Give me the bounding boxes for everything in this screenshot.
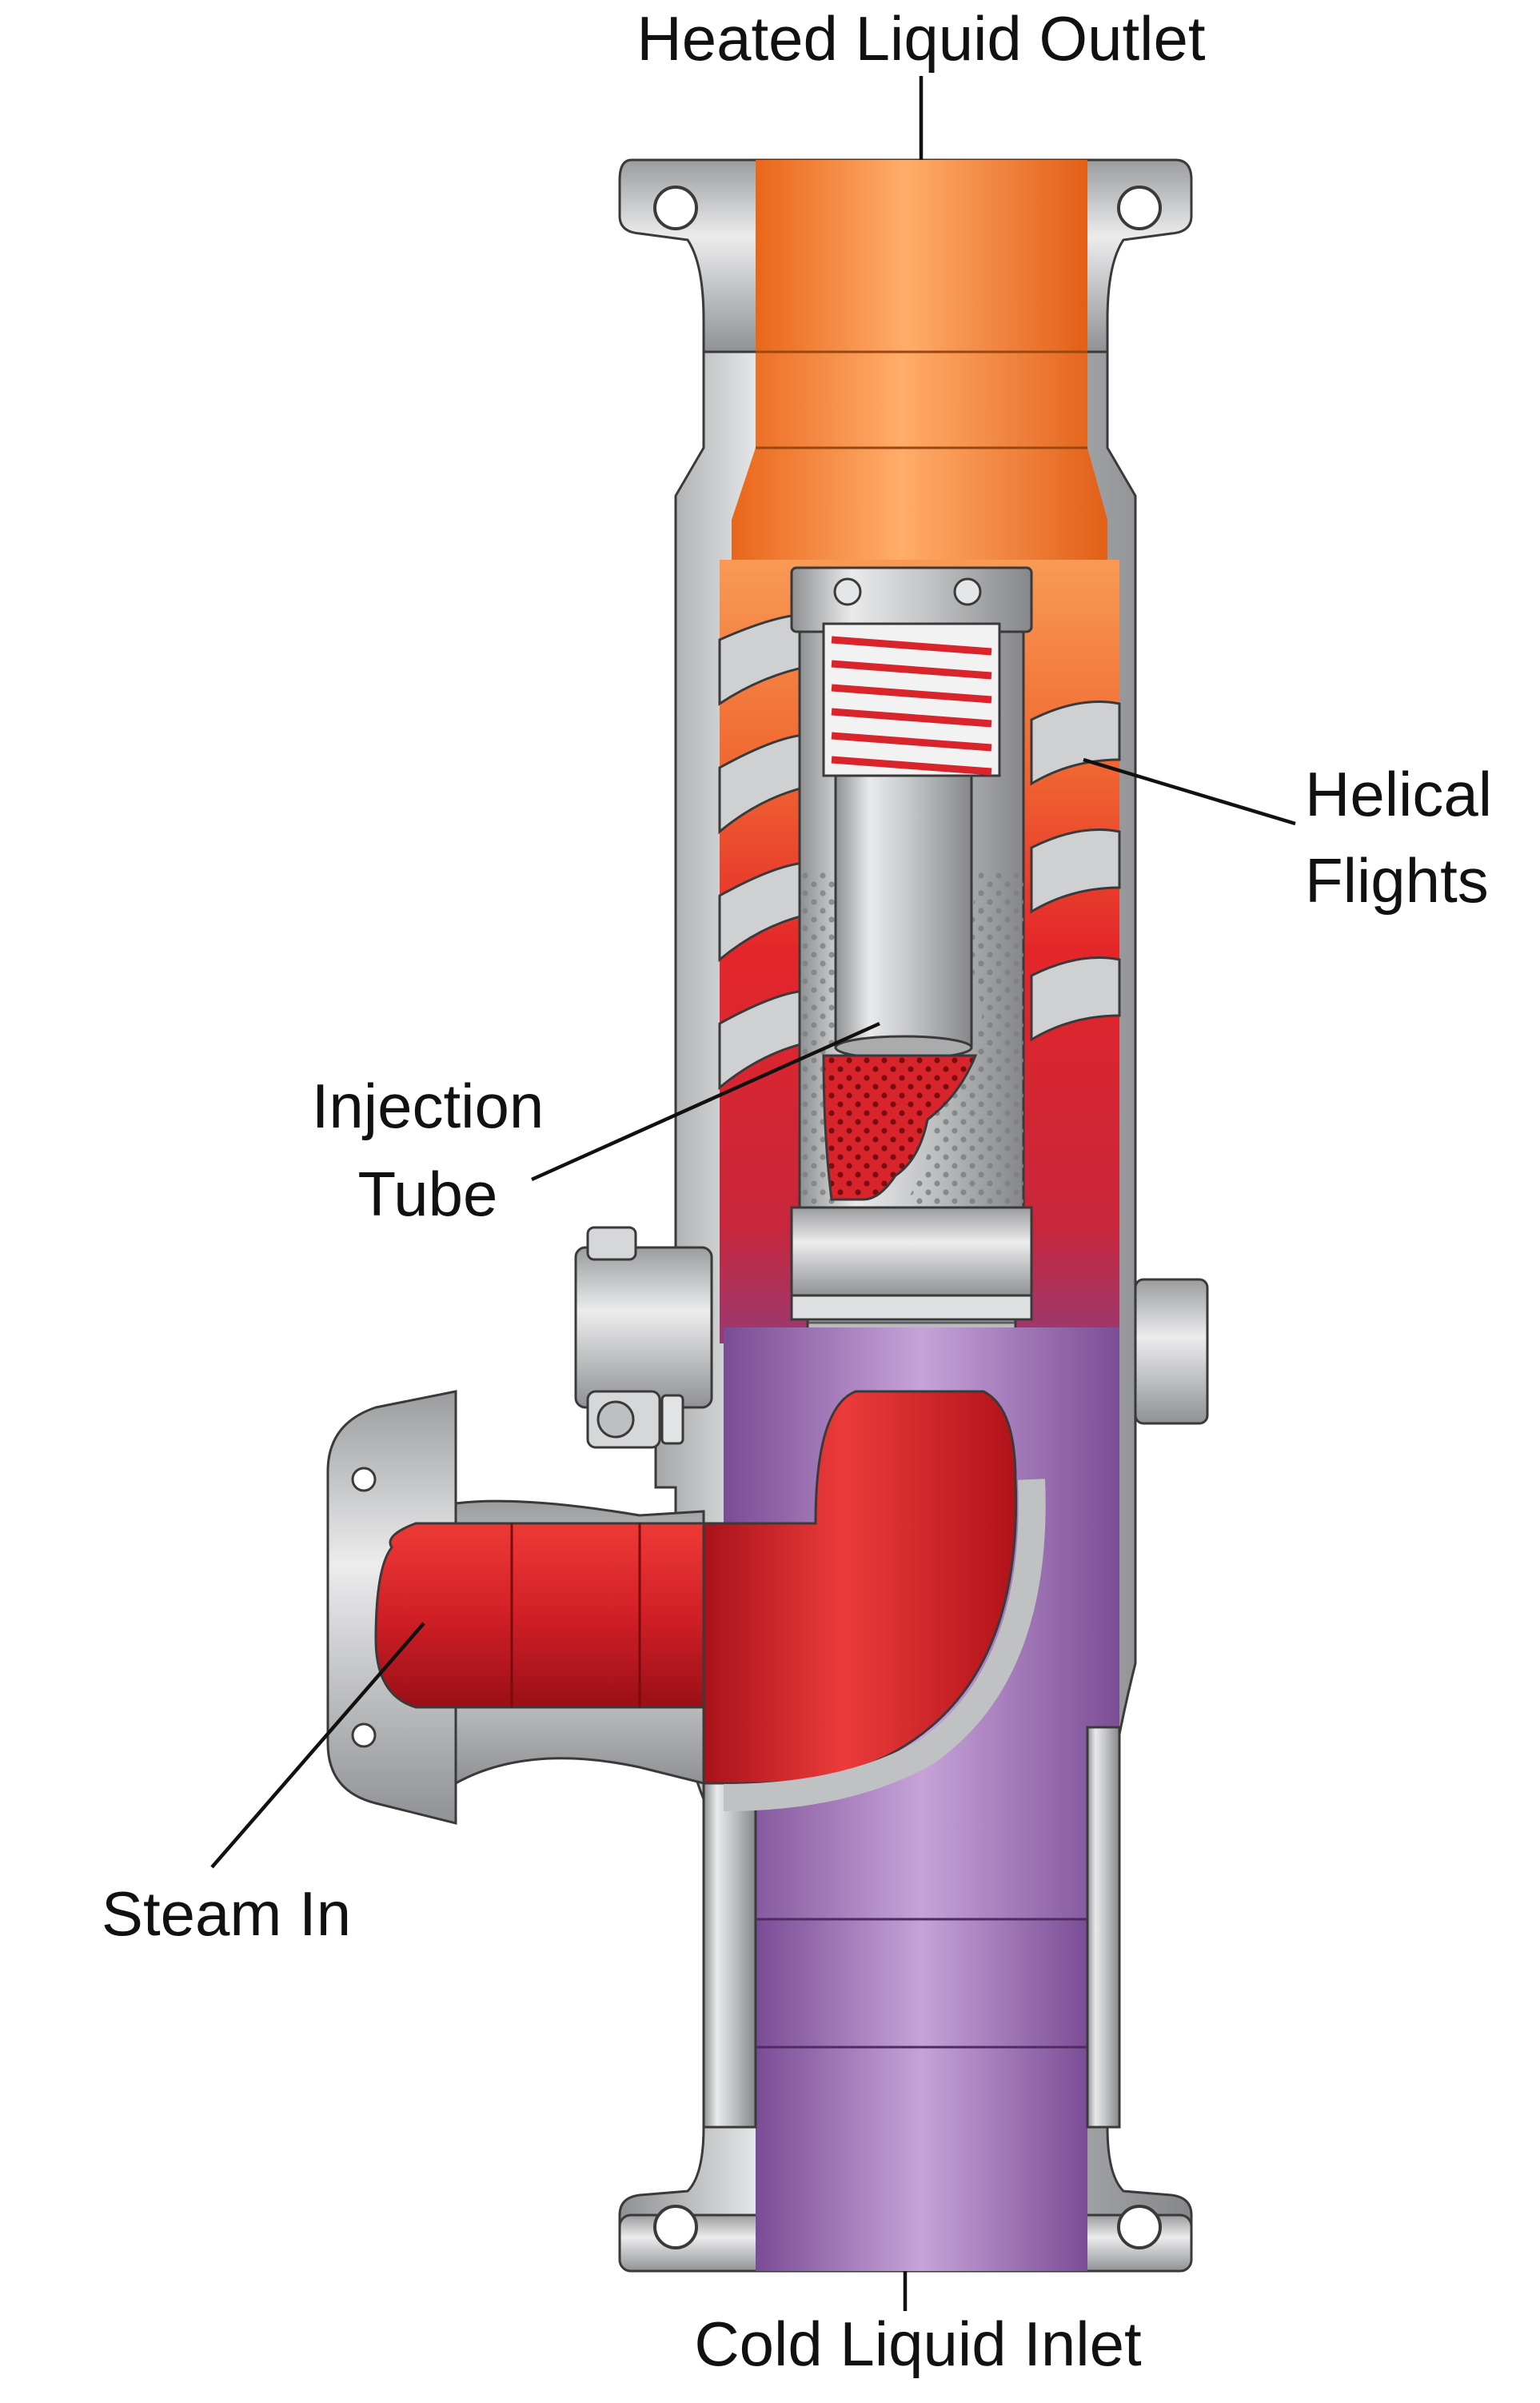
inlet-label: Cold Liquid Inlet xyxy=(694,2309,1142,2379)
bolt-hole-icon xyxy=(1117,186,1162,230)
callouts: Heated Liquid Outlet Helical Flights Inj… xyxy=(102,3,1492,2379)
injection-tube-label-line1: Injection xyxy=(312,1071,545,1141)
bolt-hole-icon xyxy=(351,1467,377,1492)
outlet-label: Heated Liquid Outlet xyxy=(636,3,1205,74)
injection-tube xyxy=(790,566,1033,1369)
spring-coils xyxy=(831,636,992,776)
bolt-hole-icon xyxy=(351,1722,377,1748)
screw-icon xyxy=(833,577,862,606)
outlet-liquid xyxy=(732,160,1107,576)
bolt-head-icon xyxy=(596,1400,635,1439)
bolt-hole-icon xyxy=(1117,2205,1162,2249)
bolt-hole-icon xyxy=(653,2205,698,2249)
helical-flights-label-line2: Flights xyxy=(1305,845,1489,916)
helical-flights-label-line1: Helical xyxy=(1305,759,1492,829)
steam-in-leader xyxy=(210,1622,425,1869)
steam-inlet-nozzle xyxy=(326,1390,1046,1825)
bolt-hole-icon xyxy=(653,186,698,230)
steam-in-label: Steam In xyxy=(102,1878,351,1949)
helical-flights-leader xyxy=(1083,757,1296,826)
injection-tube-leader xyxy=(531,1021,880,1182)
injection-tube-label-line2: Tube xyxy=(358,1159,498,1229)
screw-icon xyxy=(953,577,982,606)
helical-flights xyxy=(718,613,1121,1091)
